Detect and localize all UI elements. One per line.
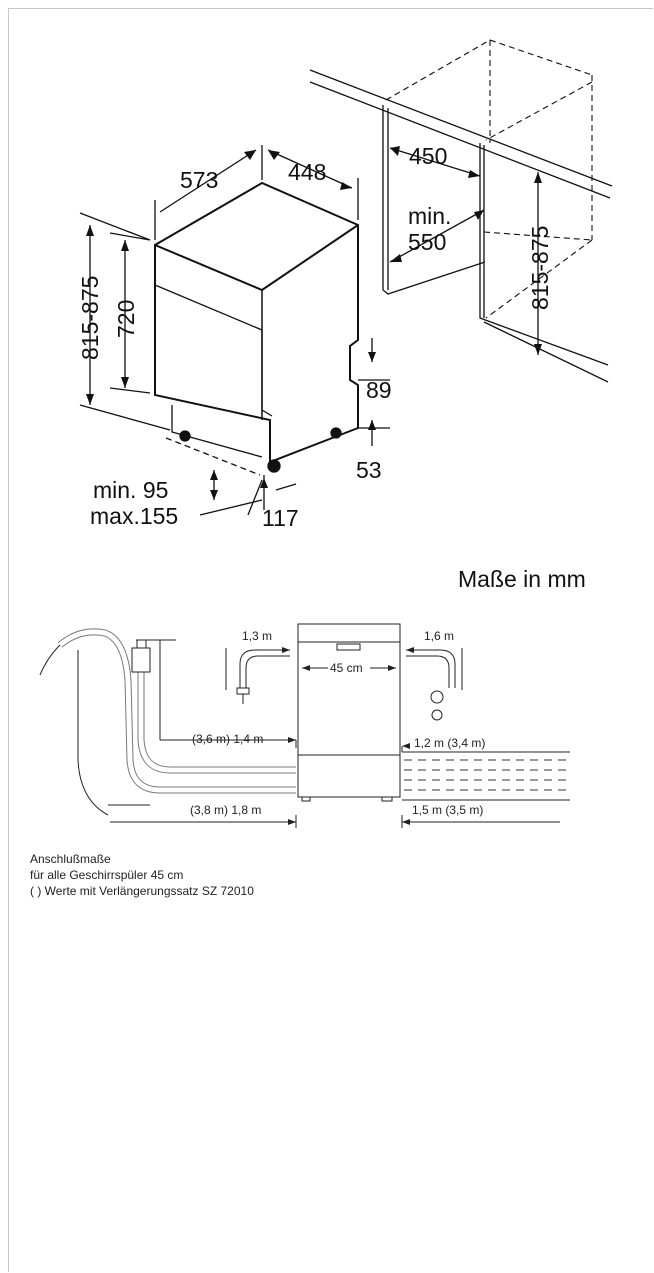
- appliance-width: 45 cm: [330, 661, 363, 675]
- dim-550: 550: [408, 229, 446, 255]
- dim-min-label: min.: [408, 203, 451, 229]
- caption-line-3: ( ) Werte mit Verlängerungssatz SZ 72010: [30, 884, 254, 898]
- dim-max-155: max.155: [90, 503, 178, 529]
- dim-117: 117: [262, 505, 299, 531]
- left-bottom-length: (3,8 m) 1,8 m: [190, 803, 261, 817]
- units-layer: Maße in mm: [458, 566, 586, 592]
- caption: Anschlußmaße für alle Geschirrspüler 45 …: [30, 851, 254, 899]
- right-cable-length: 1,6 m: [424, 629, 454, 643]
- dim-53: 53: [356, 457, 382, 483]
- page-frame: [8, 8, 653, 1272]
- units-label: Maße in mm: [458, 566, 586, 592]
- dim-573: 573: [180, 167, 218, 193]
- caption-line-2: für alle Geschirrspüler 45 cm: [30, 868, 184, 882]
- connection-drawing: 1,3 m 1,6 m 45 cm (3,6 m) 1,4 m 1,2 m (3…: [39, 623, 570, 828]
- dim-448: 448: [288, 159, 326, 185]
- dimension-drawing: 573 448 450 min. 550 815-875 815-875 720…: [77, 39, 613, 531]
- right-bottom-length: 1,5 m (3,5 m): [412, 803, 483, 817]
- dim-min-95: min. 95: [93, 477, 168, 503]
- right-mid-length: 1,2 m (3,4 m): [414, 736, 485, 750]
- caption-line-1: Anschlußmaße: [30, 852, 111, 866]
- dim-total-height: 815-875: [77, 276, 103, 360]
- dim-niche-height: 815-875: [527, 226, 553, 310]
- left-cable-length: 1,3 m: [242, 629, 272, 643]
- dim-89: 89: [366, 377, 392, 403]
- dim-720: 720: [113, 300, 139, 338]
- worktop-line: [309, 69, 613, 187]
- dim-450: 450: [409, 143, 447, 169]
- left-mid-length: (3,6 m) 1,4 m: [192, 732, 263, 746]
